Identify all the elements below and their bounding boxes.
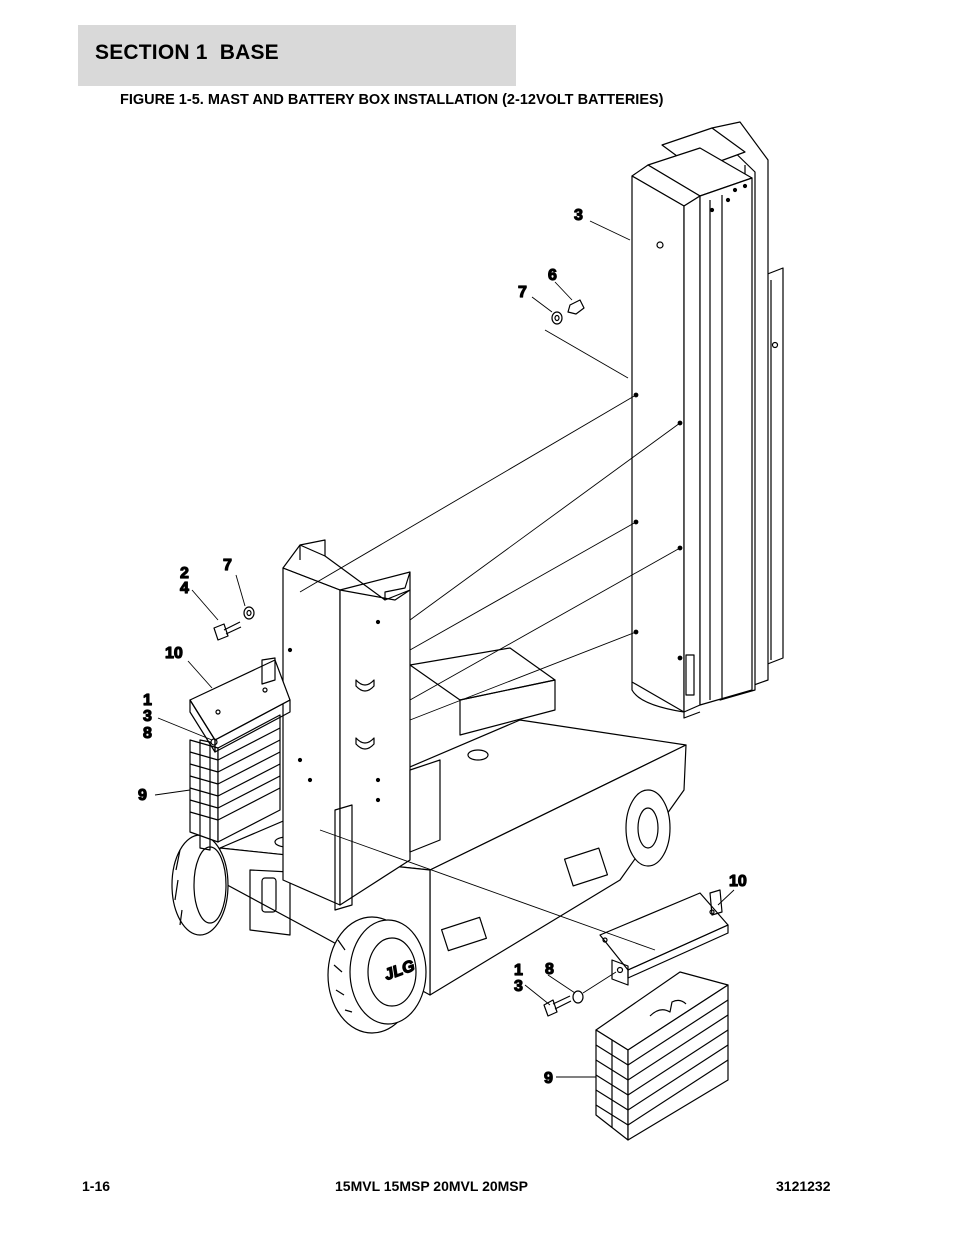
callout-2-bolt: 2 [180,565,189,582]
leader-lines [154,220,735,1078]
callout-3-mast: 3 [574,207,583,224]
callout-1-right: 1 [514,962,523,979]
footer-page-number: 1-16 [82,1178,111,1194]
callout-10-bracket-left: 10 [165,645,183,662]
left-bracket [189,657,291,753]
left-battery-stack [189,714,281,851]
battery-box [282,539,441,911]
callout-4-bolt: 4 [180,580,189,597]
callout-3-left: 3 [143,708,152,725]
callout-8-left: 8 [143,725,152,742]
right-bracket [599,889,729,986]
hardware [213,299,585,1017]
section-tab [78,25,516,86]
rear-wheel [625,789,671,867]
callout-1-left: 1 [143,692,152,709]
left-wheel [171,834,229,936]
callout-7-washer-left: 7 [223,557,232,574]
mast-assembly [631,121,784,719]
callout-8-washer-right: 8 [545,961,554,978]
footer-doc-number: 3121232 [776,1178,831,1194]
section-title: SECTION 1 BASE [95,41,279,64]
callout-6-nut: 6 [548,267,557,284]
figure-title: FIGURE 1-5. MAST AND BATTERY BOX INSTALL… [120,92,664,108]
callout-9-battery-left: 9 [138,787,147,804]
callout-9-battery-right: 9 [544,1070,553,1087]
right-battery-stack [595,971,729,1141]
callout-3-right: 3 [514,978,523,995]
footer-models: 15MVL 15MSP 20MVL 20MSP [335,1178,528,1194]
front-wheel [327,916,427,1034]
callout-7-washer: 7 [518,284,527,301]
callout-numbers: 3 6 7 2 4 7 10 1 3 8 9 10 1 3 8 9 [137,206,747,1087]
callout-10-bracket-right: 10 [729,873,747,890]
